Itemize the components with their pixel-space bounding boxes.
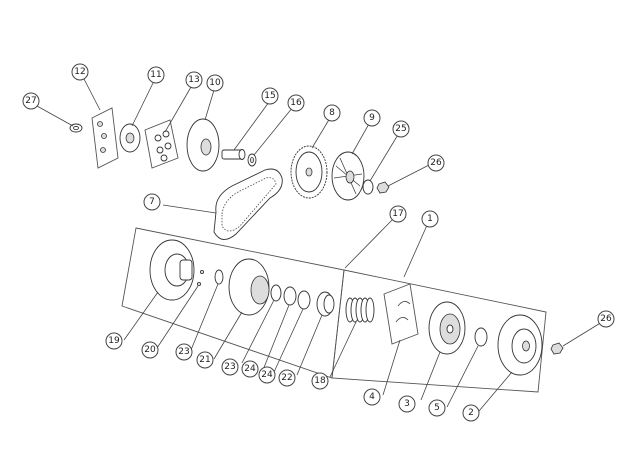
callout-13: 13 [185, 71, 203, 89]
callout-1: 1 [421, 210, 439, 228]
part-21-collar [250, 275, 270, 305]
svg-text:26: 26 [600, 314, 612, 324]
callout-19: 19 [105, 332, 123, 350]
svg-text:7: 7 [149, 197, 155, 207]
svg-text:17: 17 [392, 209, 403, 219]
callout-12: 12 [71, 63, 89, 81]
part-13-roller [162, 130, 170, 138]
callout-20: 20 [141, 341, 159, 359]
part-26-nut [376, 181, 390, 194]
callout-9: 9 [363, 109, 381, 127]
callout-26-bottom: 26 [597, 310, 615, 328]
callout-21: 21 [196, 351, 214, 369]
svg-text:23: 23 [224, 362, 235, 372]
svg-text:21: 21 [199, 355, 210, 365]
part-5-washer [474, 327, 488, 347]
part-13-roller [154, 134, 162, 142]
svg-text:12: 12 [74, 67, 85, 77]
svg-text:25: 25 [395, 124, 406, 134]
svg-text:13: 13 [188, 75, 199, 85]
svg-text:24: 24 [244, 364, 256, 374]
part-13-roller [156, 146, 164, 154]
part-23-oring-b [270, 284, 282, 302]
part-24-seal-b [297, 290, 311, 310]
svg-text:23: 23 [178, 347, 189, 357]
part-8-pulley-hub [305, 167, 313, 177]
assembly-1-frame [331, 269, 547, 393]
part-19-hub [179, 259, 193, 281]
svg-text:19: 19 [108, 336, 120, 346]
callout-7: 7 [143, 193, 161, 211]
svg-text:11: 11 [150, 70, 161, 80]
part-16-washer-hole [249, 156, 254, 163]
callout-26-top: 26 [427, 154, 445, 172]
part-15-sleeve-end [238, 149, 246, 160]
svg-text:22: 22 [281, 373, 292, 383]
callout-16: 16 [287, 94, 305, 112]
callout-11: 11 [147, 66, 165, 84]
svg-text:27: 27 [25, 96, 36, 106]
callout-22: 22 [278, 369, 296, 387]
part-26-nut-b [550, 342, 564, 355]
kit-13-panel [144, 119, 179, 169]
part-13-roller [164, 142, 172, 150]
svg-text:26: 26 [430, 158, 442, 168]
callout-3: 3 [398, 395, 416, 413]
part-4-shoe-springs [395, 301, 411, 323]
part-22-collar-inner [323, 294, 335, 314]
part-12-piece [101, 133, 107, 139]
svg-text:1: 1 [427, 214, 433, 224]
callout-23-right: 23 [221, 358, 239, 376]
svg-text:18: 18 [314, 376, 326, 386]
callout-25: 25 [392, 120, 410, 138]
part-27-washer-hole [73, 125, 79, 131]
callout-8: 8 [323, 104, 341, 122]
callout-5: 5 [428, 399, 446, 417]
svg-text:4: 4 [369, 392, 375, 402]
part-7-belt-teeth [221, 177, 277, 232]
part-25-washer [362, 179, 374, 195]
svg-text:8: 8 [329, 108, 335, 118]
callout-23-left: 23 [175, 343, 193, 361]
callout-2: 2 [462, 404, 480, 422]
part-10-bore [200, 138, 212, 156]
part-18-spring [345, 297, 375, 323]
part-12-piece [97, 121, 103, 127]
part-11-hub [125, 132, 135, 144]
callout-18: 18 [311, 372, 329, 390]
callout-17: 17 [389, 205, 407, 223]
callout-4: 4 [363, 388, 381, 406]
callout-27: 27 [22, 92, 40, 110]
svg-text:24: 24 [261, 370, 273, 380]
svg-text:9: 9 [369, 113, 375, 123]
kit-4-panel [383, 283, 419, 345]
svg-text:10: 10 [209, 78, 221, 88]
callout-10: 10 [206, 74, 224, 92]
part-13-roller [160, 154, 168, 162]
svg-text:5: 5 [434, 403, 440, 413]
part-20-pin [199, 269, 204, 274]
part-2-bell-hub [522, 340, 530, 352]
callout-15: 15 [261, 87, 279, 105]
part-24-seal-a [283, 286, 297, 306]
callout-24-a: 24 [241, 360, 259, 378]
part-3-clutch-hub [446, 324, 454, 334]
svg-text:15: 15 [264, 91, 275, 101]
part-23-oring [214, 269, 224, 285]
part-9-hub [345, 170, 355, 184]
svg-text:3: 3 [404, 399, 410, 409]
callout-24-b: 24 [258, 366, 276, 384]
kit-12-panel [91, 107, 119, 169]
part-12-piece [100, 147, 106, 153]
part-7-belt [213, 168, 283, 240]
svg-text:20: 20 [144, 345, 156, 355]
svg-text:16: 16 [290, 98, 302, 108]
leader-lines [36, 78, 603, 412]
svg-text:2: 2 [468, 408, 474, 418]
part-20-pin [196, 281, 201, 286]
